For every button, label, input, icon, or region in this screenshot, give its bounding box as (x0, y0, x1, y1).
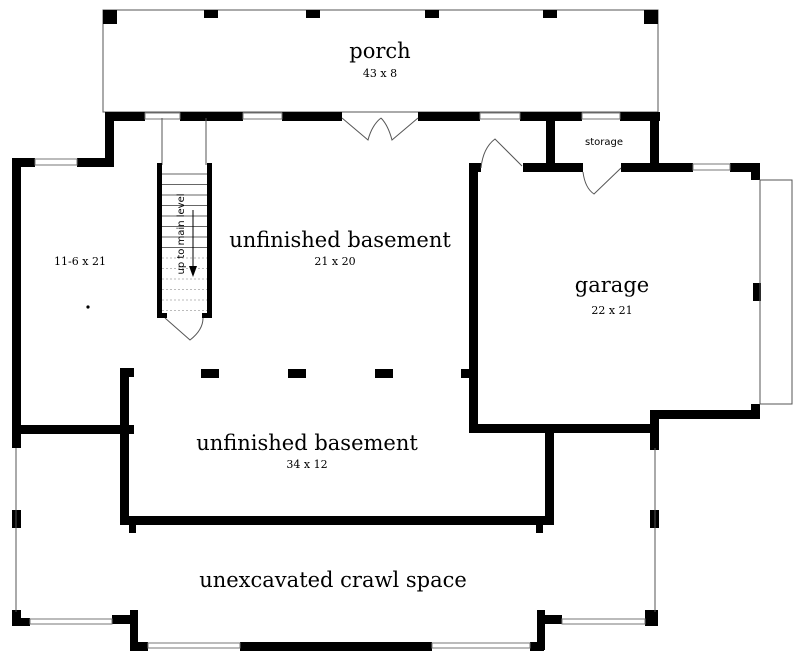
windows (15, 112, 731, 649)
stair-arrow-icon (189, 266, 197, 277)
staircase[interactable]: up to main level (157, 118, 212, 318)
porch-name: porch (349, 39, 410, 63)
left-room-size: 11-6 x 21 (54, 255, 106, 268)
upper-basement-size: 21 x 20 (314, 255, 355, 268)
garage-door[interactable] (759, 179, 793, 405)
garage-name: garage (575, 273, 649, 297)
garage-size: 22 x 21 (591, 304, 632, 317)
stairs-label: up to main level (176, 193, 187, 274)
storage-name: storage (585, 137, 623, 148)
room-labels: porch 43 x 8 unfinished basement 21 x 20… (54, 39, 649, 592)
porch-size: 43 x 8 (363, 67, 397, 80)
lower-basement-name: unfinished basement (196, 431, 418, 455)
floor-drain-dot (86, 305, 90, 309)
crawl-space-name: unexcavated crawl space (199, 568, 467, 592)
walls (12, 112, 761, 651)
porch-area (102, 9, 659, 113)
doors (164, 117, 622, 341)
lower-basement-size: 34 x 12 (286, 458, 327, 471)
upper-basement-name: unfinished basement (229, 228, 451, 252)
